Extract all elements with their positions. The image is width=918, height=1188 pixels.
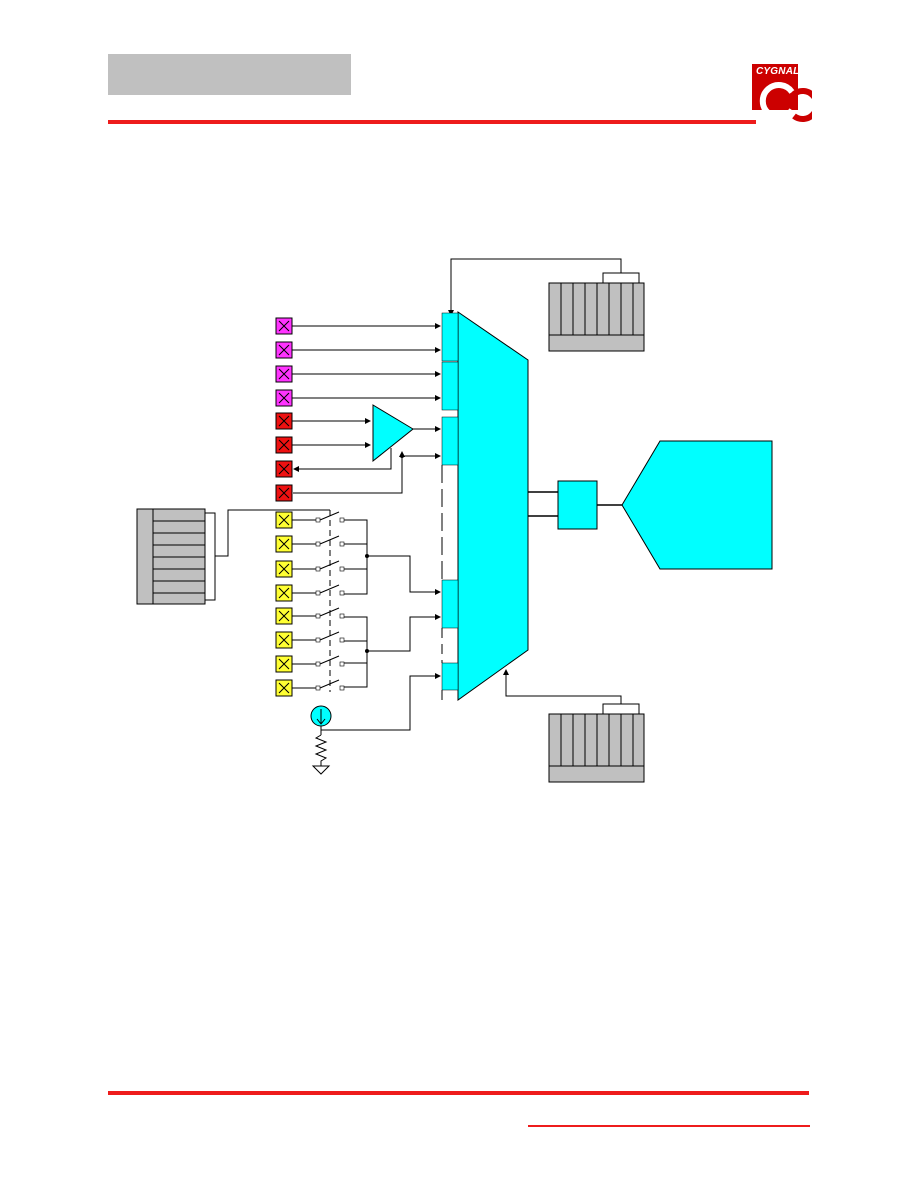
temp-sensor-line	[321, 673, 441, 731]
amp-fb-line	[300, 448, 392, 470]
logo-text: CYGNAL	[756, 66, 800, 77]
bus-lower	[367, 614, 441, 652]
header-rule	[108, 120, 756, 124]
header-gray-box	[108, 54, 351, 95]
footer-link-underline	[528, 1125, 810, 1127]
switch-config-register-left	[136, 508, 216, 605]
analog-switch	[319, 584, 340, 594]
adc-block	[621, 440, 773, 570]
pga-amplifier	[372, 404, 414, 463]
mux-config-register-top	[548, 272, 645, 352]
sample-hold-block	[557, 480, 598, 530]
cygnal-logo-icon: CYGNAL	[752, 64, 820, 124]
amp-ref-line	[293, 451, 405, 494]
mux-config-register-bottom	[548, 703, 645, 783]
mux-input-bank	[441, 312, 459, 700]
footer-rule	[108, 1091, 809, 1095]
temp-sensor	[310, 705, 332, 775]
analog-mux	[457, 311, 529, 701]
switch-config-line	[215, 509, 330, 557]
config-line-bottom	[503, 669, 622, 704]
bus-upper	[367, 555, 441, 595]
config-line-top	[448, 258, 622, 316]
